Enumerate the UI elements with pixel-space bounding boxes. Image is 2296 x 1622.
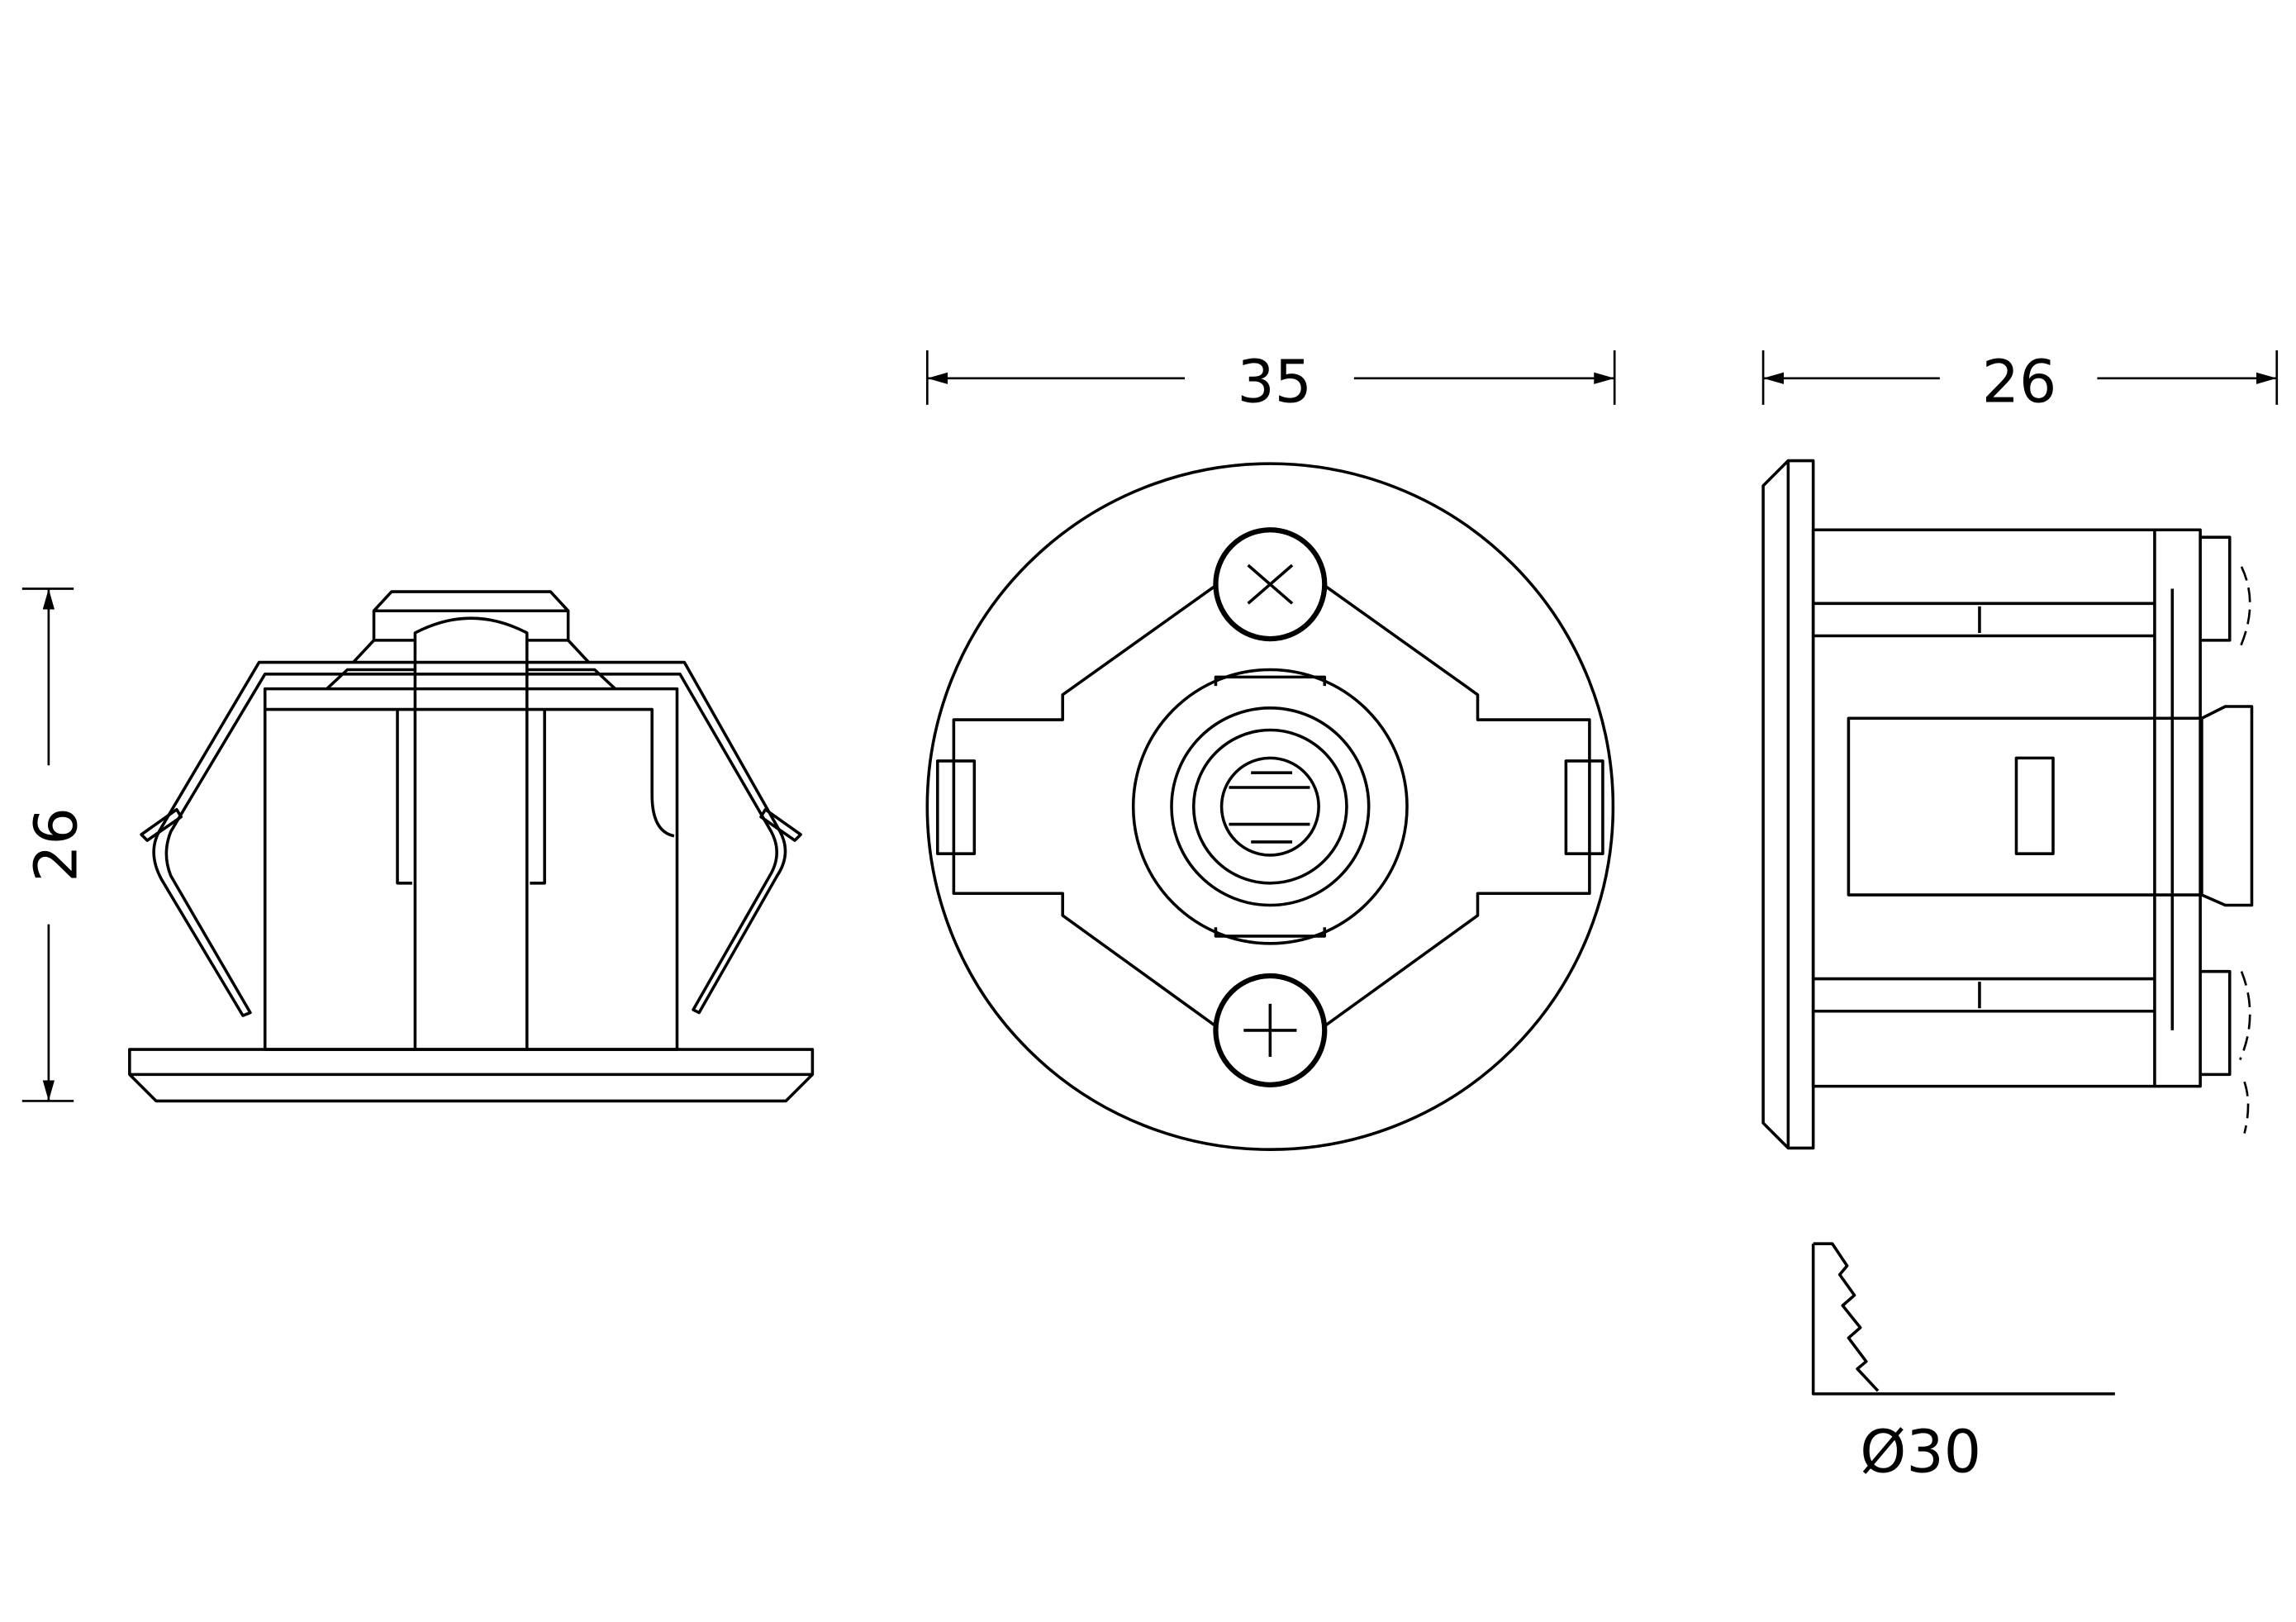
height-label: 26 bbox=[22, 807, 91, 882]
cutout-symbol: Ø30 bbox=[1811, 1242, 2115, 1486]
front-view: 35 bbox=[925, 347, 1616, 1151]
depth-label: 26 bbox=[1982, 347, 2057, 416]
height-dimension: 26 bbox=[22, 587, 91, 1102]
depth-dimension: 26 bbox=[1761, 347, 2279, 416]
screw-top-icon bbox=[1213, 527, 1328, 642]
profile-view: 26 bbox=[1761, 347, 2279, 1150]
width-label: 35 bbox=[1237, 347, 1312, 416]
screw-bottom-icon bbox=[1213, 973, 1328, 1087]
side-view: 26 bbox=[22, 587, 815, 1103]
diameter-label: Ø30 bbox=[1860, 1417, 1981, 1486]
width-dimension: 35 bbox=[925, 347, 1616, 416]
